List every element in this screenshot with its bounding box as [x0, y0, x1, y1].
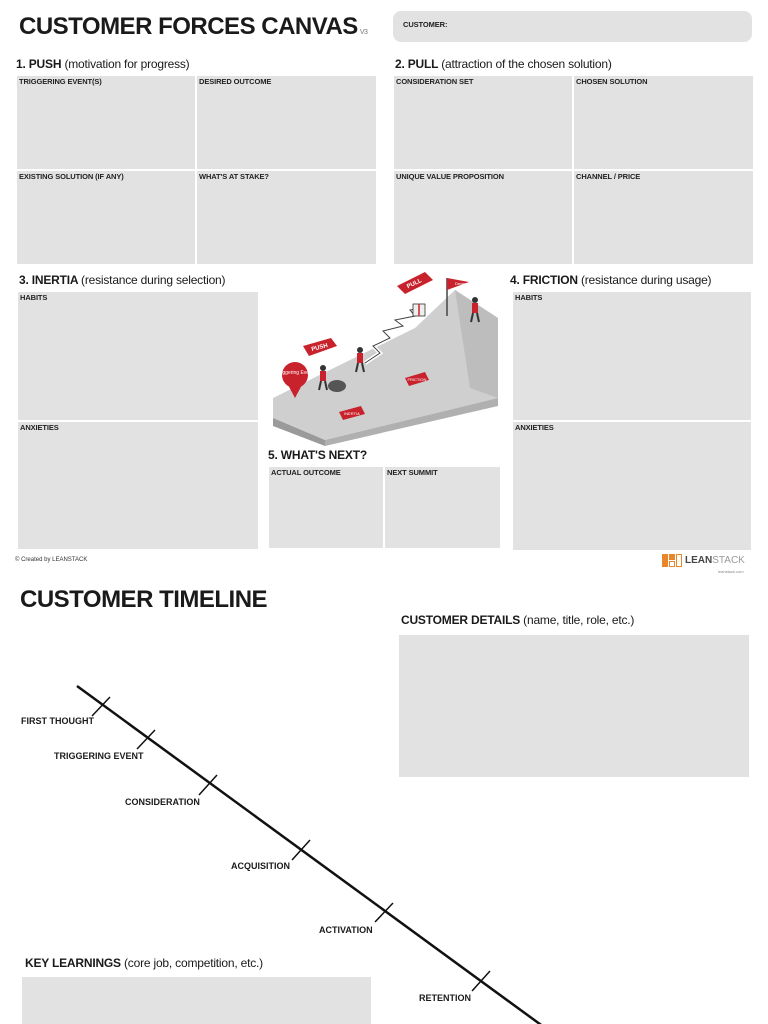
pull-heading: 2. PULL (attraction of the chosen soluti…	[395, 57, 612, 71]
cell-label: HABITS	[20, 293, 48, 302]
whats-next-heading: 5. WHAT'S NEXT?	[268, 448, 367, 462]
inertia-sign-label: INERTIA	[344, 411, 360, 416]
next-summit-box[interactable]: NEXT SUMMIT	[385, 467, 500, 548]
push-triggering-event-box[interactable]: TRIGGERING EVENT(S)	[17, 76, 195, 169]
forces-mountain-illustration: Triggering Event PUSH PULL Desired Outco…	[273, 272, 498, 446]
key-learnings-heading: KEY LEARNINGS (core job, competition, et…	[25, 956, 263, 970]
tick-retention	[471, 970, 491, 992]
pull-channel-price-box[interactable]: CHANNEL / PRICE	[574, 171, 753, 264]
trigger-pin-icon: Triggering Event	[277, 362, 314, 398]
leanstack-logo-icon	[662, 553, 682, 567]
inertia-habits-box[interactable]: HABITS	[18, 292, 258, 420]
timeline-stage-label: CONSIDERATION	[125, 797, 200, 807]
pull-flag-icon: PULL	[397, 272, 433, 294]
cell-label: CONSIDERATION SET	[396, 77, 474, 86]
cell-label: TRIGGERING EVENT(S)	[19, 77, 102, 86]
inertia-anxieties-box[interactable]: ANXIETIES	[18, 422, 258, 549]
cell-label: DESIRED OUTCOME	[199, 77, 272, 86]
friction-sign-icon: FRICTION	[405, 372, 429, 386]
tick-first-thought	[91, 696, 111, 717]
customer-label: CUSTOMER:	[403, 20, 448, 29]
cell-label: UNIQUE VALUE PROPOSITION	[396, 172, 504, 181]
rock-icon	[328, 380, 346, 392]
push-flag-icon: PUSH	[303, 338, 337, 356]
credit-text: © Created by LEANSTACK	[15, 557, 88, 563]
timeline-stage-label: TRIGGERING EVENT	[54, 751, 144, 761]
climber-icon	[318, 365, 328, 391]
push-existing-solution-box[interactable]: EXISTING SOLUTION (IF ANY)	[17, 171, 195, 264]
cell-label: NEXT SUMMIT	[387, 468, 438, 477]
cell-label: WHAT'S AT STAKE?	[199, 172, 269, 181]
push-flag-label: PUSH	[311, 343, 329, 353]
tick-consideration	[198, 774, 218, 796]
climber-icon	[470, 297, 480, 323]
logo-stack-text: STACK	[712, 554, 745, 566]
cell-label: ANXIETIES	[515, 423, 554, 432]
timeline-stage-label: ACQUISITION	[231, 861, 291, 871]
timeline-title: CUSTOMER TIMELINE	[20, 586, 268, 613]
customer-field[interactable]: CUSTOMER:	[393, 11, 752, 42]
gift-icon	[412, 303, 426, 317]
friction-anxieties-box[interactable]: ANXIETIES	[513, 422, 751, 550]
cell-label: ANXIETIES	[20, 423, 59, 432]
friction-sign-label: FRICTION	[408, 377, 427, 382]
cell-label: CHOSEN SOLUTION	[576, 77, 648, 86]
cell-label: HABITS	[515, 293, 543, 302]
cell-label: CHANNEL / PRICE	[576, 172, 641, 181]
mountain-top	[273, 290, 498, 440]
push-whats-at-stake-box[interactable]: WHAT'S AT STAKE?	[197, 171, 376, 264]
climber-icon	[355, 347, 365, 373]
desired-flag-label: Desired Outcome	[455, 281, 487, 286]
customer-details-box[interactable]	[399, 635, 749, 777]
friction-heading: 4. FRICTION (resistance during usage)	[510, 273, 712, 287]
cell-label: ACTUAL OUTCOME	[271, 468, 341, 477]
timeline-stage-label: FIRST THOUGHT	[21, 716, 94, 726]
timeline-line	[76, 684, 542, 1024]
inertia-sign-icon: INERTIA	[339, 406, 365, 420]
tick-activation	[374, 902, 394, 923]
desired-outcome-flag-icon: Desired Outcome	[446, 278, 487, 316]
tick-acquisition	[291, 839, 311, 861]
pull-chosen-solution-box[interactable]: CHOSEN SOLUTION	[574, 76, 753, 169]
push-heading: 1. PUSH (motivation for progress)	[16, 57, 190, 71]
inertia-heading: 3. INERTIA (resistance during selection)	[19, 273, 226, 287]
logo-url: leanstack.com	[718, 569, 744, 574]
friction-habits-box[interactable]: HABITS	[513, 292, 751, 420]
logo-lean-text: LEAN	[685, 554, 713, 566]
actual-outcome-box[interactable]: ACTUAL OUTCOME	[269, 467, 383, 548]
key-learnings-box[interactable]	[22, 977, 371, 1024]
cell-label: EXISTING SOLUTION (IF ANY)	[19, 172, 124, 181]
timeline-stage-label: RETENTION	[419, 993, 472, 1003]
timeline-stage-label: ACTIVATION	[319, 925, 373, 935]
customer-details-heading: CUSTOMER DETAILS (name, title, role, etc…	[401, 613, 635, 627]
tick-triggering-event	[136, 729, 156, 750]
pull-uvp-box[interactable]: UNIQUE VALUE PROPOSITION	[394, 171, 572, 264]
pull-consideration-set-box[interactable]: CONSIDERATION SET	[394, 76, 572, 169]
version-label: V3	[359, 29, 368, 36]
push-desired-outcome-box[interactable]: DESIRED OUTCOME	[197, 76, 376, 169]
trigger-pin-label: Triggering Event	[277, 370, 314, 376]
